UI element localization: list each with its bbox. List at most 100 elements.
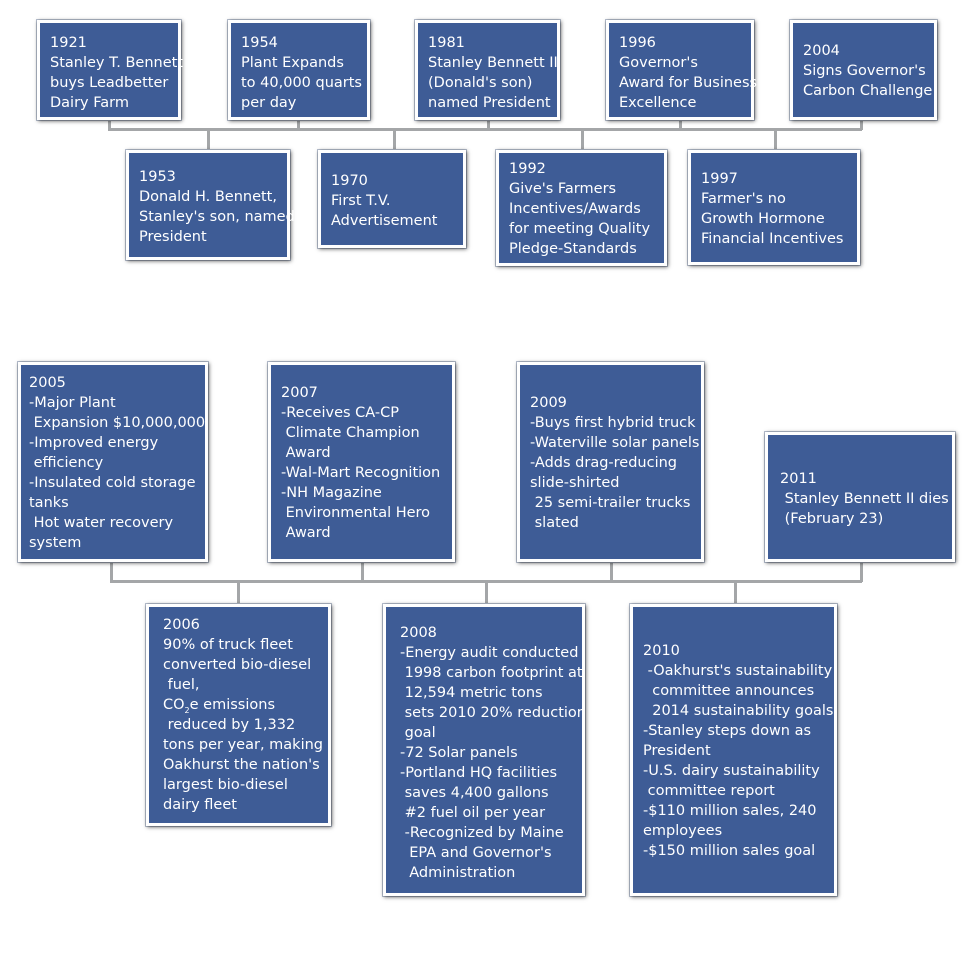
event-text: tons per year, making	[163, 737, 324, 753]
event-text: Hot water recovery	[29, 515, 174, 531]
event-text: (Donald's son)	[428, 75, 533, 91]
event-year: 1992	[509, 161, 546, 177]
event-box-1996: 1996 Governor's Award for Business Excel…	[606, 20, 757, 120]
event-box-2009: 2009 -Buys first hybrid truck -Watervill…	[517, 362, 704, 562]
event-text: Farmer's no	[701, 191, 786, 207]
event-box-1997: 1997 Farmer's no Growth Hormone Financia…	[688, 150, 860, 265]
event-text: -Wal-Mart Recognition	[281, 465, 441, 481]
event-text: -Insulated cold storage	[29, 475, 196, 491]
event-box-2004: 2004 Signs Governor's Carbon Challenge	[790, 20, 937, 120]
event-text: efficiency	[29, 455, 104, 471]
event-text: slide-shirted	[530, 475, 620, 491]
event-text: -Recognized by Maine	[400, 825, 564, 841]
event-text: -Improved energy	[29, 435, 159, 451]
event-text: -Oakhurst's sustainability	[643, 663, 833, 679]
event-text: Dairy Farm	[50, 95, 129, 111]
event-text: committee announces	[643, 683, 815, 699]
event-text: -Adds drag-reducing	[530, 455, 677, 471]
event-text: per day	[241, 95, 297, 111]
event-text: Signs Governor's	[803, 63, 926, 79]
event-text: Donald H. Bennett,	[139, 189, 277, 205]
event-text: Administration	[400, 865, 516, 881]
event-text: -NH Magazine	[281, 485, 382, 501]
connector-1997	[774, 128, 777, 152]
event-text: Governor's	[619, 55, 698, 71]
connector-1981	[487, 118, 490, 130]
event-text: -Receives CA-CP	[281, 405, 399, 421]
connector-2011	[860, 562, 863, 582]
event-box-2005: 2005 -Major Plant Expansion $10,000,000 …	[18, 362, 208, 562]
event-text: -$110 million sales, 240	[643, 803, 817, 819]
event-text: First T.V.	[331, 193, 391, 209]
event-text: -Portland HQ facilities	[400, 765, 558, 781]
event-text: -Stanley steps down as	[643, 723, 812, 739]
event-text: President	[139, 229, 207, 245]
connector-1996	[679, 118, 682, 130]
event-year: 2006	[163, 617, 200, 633]
event-box-1953: 1953 Donald H. Bennett, Stanley's son, n…	[126, 150, 295, 260]
event-box-2010: 2010 -Oakhurst's sustainability committe…	[630, 604, 837, 896]
event-text: Financial Incentives	[701, 231, 844, 247]
connector-1953	[207, 128, 210, 152]
connector-2006	[237, 580, 240, 606]
event-text: named President	[428, 95, 551, 111]
event-box-1992: 1992 Give's Farmers Incentives/Awards fo…	[496, 150, 667, 266]
event-year: 1996	[619, 35, 656, 51]
event-text: -72 Solar panels	[400, 745, 518, 761]
event-year: 2004	[803, 43, 840, 59]
event-text: Climate Champion	[281, 425, 420, 441]
event-text: -U.S. dairy sustainability	[643, 763, 820, 779]
event-box-2008: 2008 -Energy audit conducted 1998 carbon…	[383, 604, 586, 896]
event-text: 25 semi-trailer trucks	[530, 495, 691, 511]
event-year: 2005	[29, 375, 66, 391]
event-text: Pledge-Standards	[509, 241, 637, 257]
event-text: EPA and Governor's	[400, 845, 552, 861]
event-year: 1981	[428, 35, 465, 51]
event-text: Carbon Challenge	[803, 83, 933, 99]
event-text: 1998 carbon footprint at	[400, 665, 583, 681]
event-year: 1953	[139, 169, 176, 185]
connector-2007	[361, 562, 364, 582]
event-text: -Buys first hybrid truck	[530, 415, 696, 431]
event-text: goal	[400, 725, 436, 741]
connector-2008	[485, 580, 488, 606]
event-text: Award	[281, 525, 331, 541]
connector-2009	[610, 562, 613, 582]
connector-1970	[393, 128, 396, 152]
event-text: 12,594 metric tons	[400, 685, 543, 701]
event-year: 2009	[530, 395, 567, 411]
event-text: reduced by 1,332	[163, 717, 296, 733]
event-text: converted bio-diesel	[163, 657, 312, 673]
event-text: -Major Plant	[29, 395, 116, 411]
event-year: 1997	[701, 171, 738, 187]
event-text: buys Leadbetter	[50, 75, 169, 91]
event-text: slated	[530, 515, 579, 531]
event-text: system	[29, 535, 82, 551]
event-text: Incentives/Awards	[509, 201, 641, 217]
event-text: for meeting Quality	[509, 221, 651, 237]
event-text: President	[643, 743, 711, 759]
event-text: sets 2010 20% reduction	[400, 705, 586, 721]
event-text: Plant Expands	[241, 55, 344, 71]
event-year: 2011	[780, 471, 817, 487]
event-year: 2008	[400, 625, 437, 641]
event-year: 1970	[331, 173, 368, 189]
event-text: committee report	[643, 783, 775, 799]
event-text: Expansion $10,000,000	[29, 415, 206, 431]
event-year: 1954	[241, 35, 278, 51]
event-year: 2010	[643, 643, 680, 659]
event-text: -$150 million sales goal	[643, 843, 816, 859]
event-text: Give's Farmers	[509, 181, 617, 197]
connector-2005	[110, 562, 113, 582]
connector-2010	[734, 580, 737, 606]
event-text: Stanley Bennett II	[428, 55, 558, 71]
event-text: Stanley Bennett II dies	[780, 491, 949, 507]
event-text: (February 23)	[780, 511, 884, 527]
event-box-2011: 2011 Stanley Bennett II dies (February 2…	[765, 432, 955, 562]
event-text: Environmental Hero	[281, 505, 431, 521]
event-box-1921: 1921 Stanley T. Bennett buys Leadbetter …	[37, 20, 183, 120]
event-box-1970: 1970 First T.V. Advertisement	[318, 150, 466, 248]
event-text: Stanley T. Bennett	[50, 55, 183, 71]
event-year: 2007	[281, 385, 318, 401]
event-text: tanks	[29, 495, 69, 511]
